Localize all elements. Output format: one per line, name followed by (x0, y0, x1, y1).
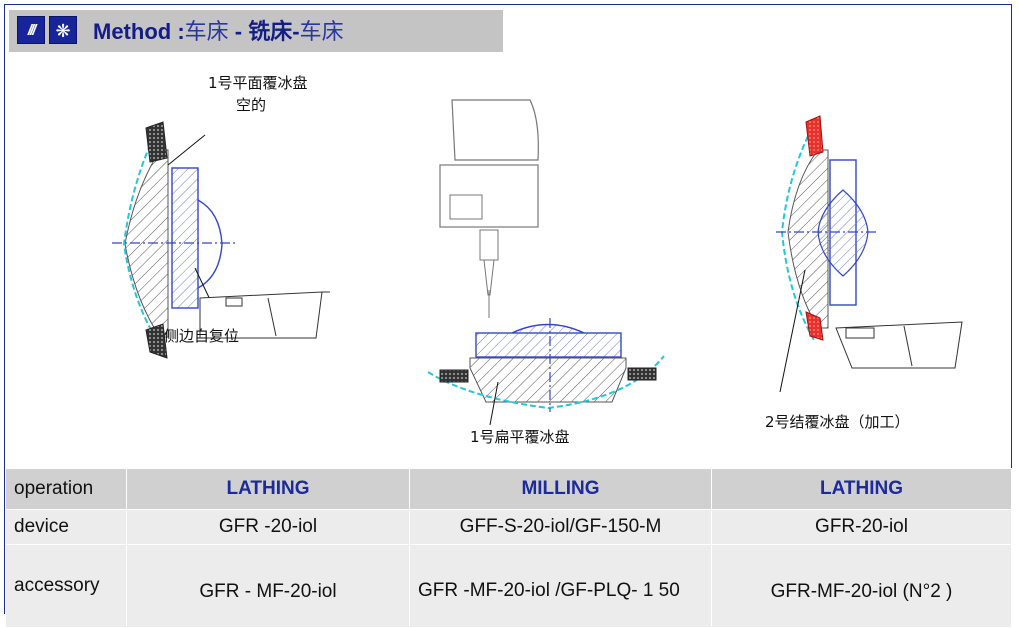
snowflake-logo-icon: ❋ (49, 16, 77, 44)
label-plate2-machining: 2号结覆冰盘（加工） (765, 413, 910, 431)
right-lathe-view (776, 115, 963, 393)
accessory-cell-1: GFR - MF-20-iol (126, 544, 410, 628)
label-plate1-empty: 1号平面覆冰盘 (208, 74, 308, 92)
row-label-accessory: accessory (5, 544, 127, 628)
method-separator: - (228, 19, 249, 44)
accessory-cell-3: GFR-MF-20-iol (N°2 ) (711, 544, 1012, 628)
label-empty: 空的 (236, 96, 267, 114)
accessory-cell-2: GFR -MF-20-iol /GF-PLQ- 1 50 (409, 544, 712, 628)
waves-logo-icon: /// (17, 16, 45, 44)
header-op-3: LATHING (711, 468, 1012, 510)
method-step-lathing-2: 车床 (299, 19, 344, 44)
machining-diagram (112, 99, 963, 426)
method-label: Method : (93, 19, 185, 44)
header-op-2: MILLING (409, 468, 712, 510)
page-title: Method :车床 - 铣床-车床 (93, 19, 344, 45)
title-bar: /// ❋ Method :车床 - 铣床-车床 (9, 10, 503, 52)
row-label-device: device (5, 509, 127, 545)
label-plate1-flat: 1号扁平覆冰盘 (470, 428, 570, 446)
label-side-reset: 侧边自复位 (164, 327, 240, 345)
header-operation: operation (5, 468, 127, 510)
left-lathe-view (112, 121, 330, 359)
method-step-milling: 铣床- (248, 19, 300, 44)
center-milling-view (427, 99, 665, 426)
table-header-row: operation LATHING MILLING LATHING (5, 468, 1012, 510)
table-row-accessory: accessory GFR - MF-20-iol GFR -MF-20-iol… (5, 544, 1012, 628)
table-row-device: device GFR -20-iol GFF-S-20-iol/GF-150-M… (5, 509, 1012, 545)
operations-table: operation LATHING MILLING LATHING device… (5, 468, 1012, 628)
header-op-1: LATHING (126, 468, 410, 510)
method-step-lathing-1: 车床 (184, 19, 229, 44)
device-cell-2: GFF-S-20-iol/GF-150-M (409, 509, 712, 545)
device-cell-1: GFR -20-iol (126, 509, 410, 545)
device-cell-3: GFR-20-iol (711, 509, 1012, 545)
